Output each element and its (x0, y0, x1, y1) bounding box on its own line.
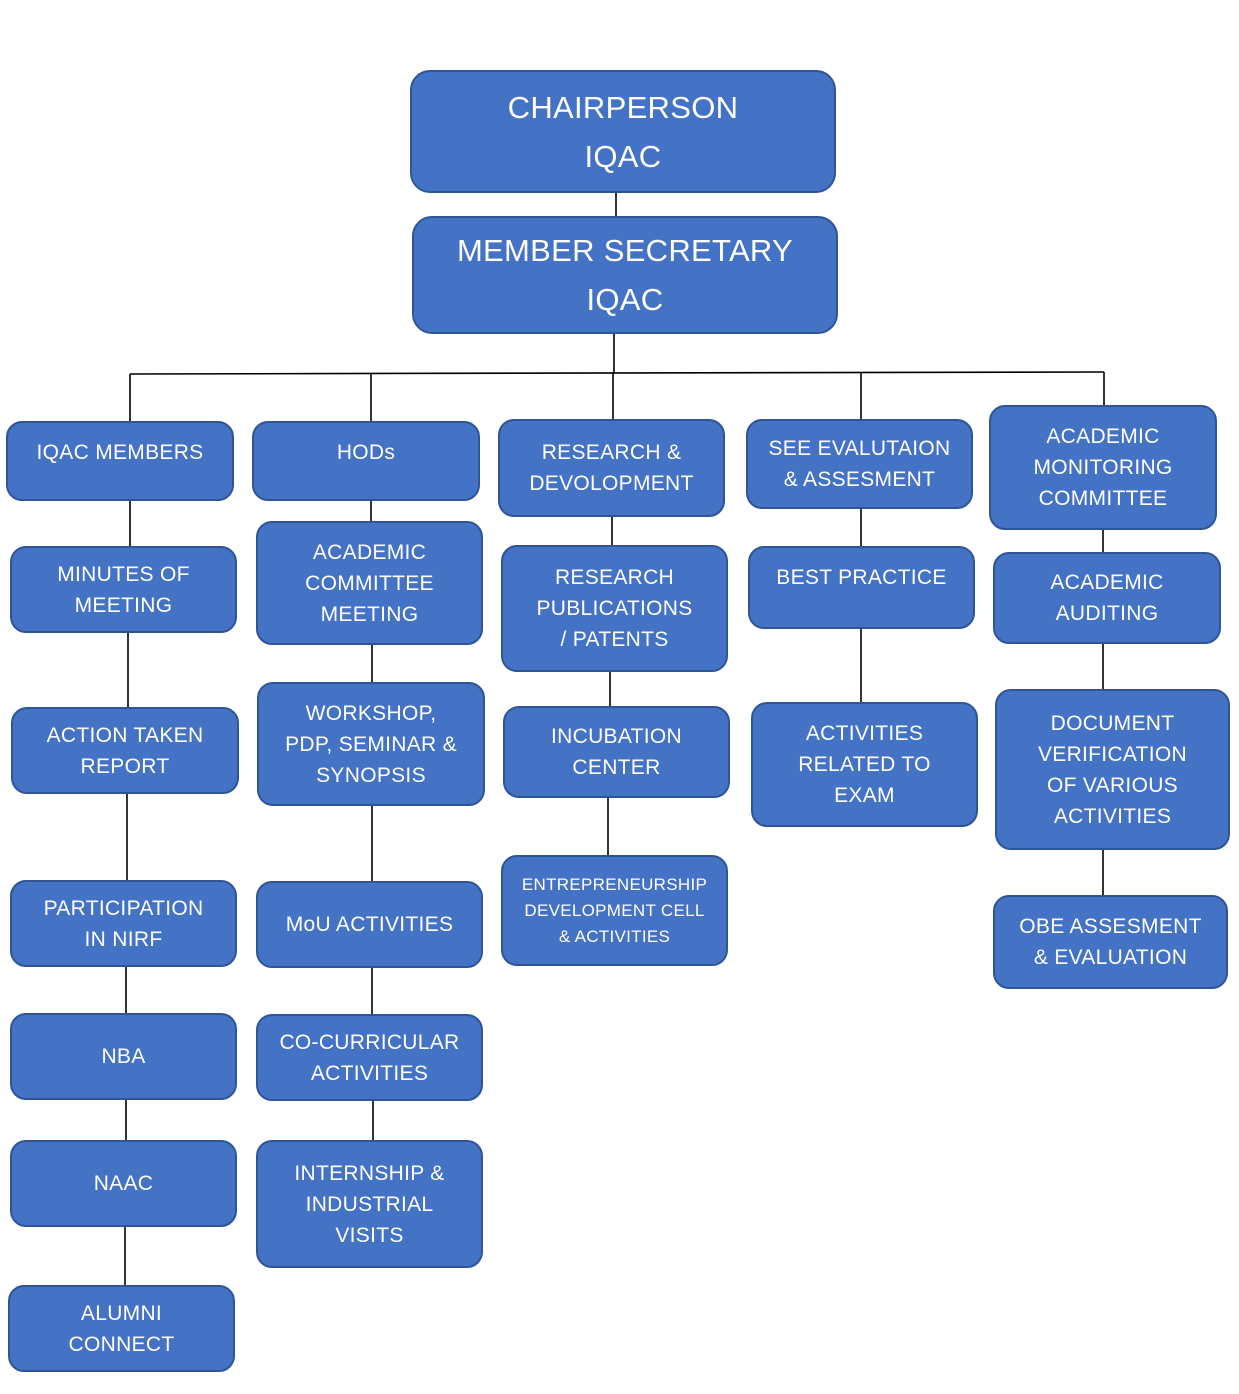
activities-related-to-exam-box: ACTIVITIES RELATED TO EXAM (751, 702, 978, 827)
nba-box: NBA (10, 1013, 237, 1100)
box-label: MoU ACTIVITIES (285, 913, 454, 936)
incubation-center-box: INCUBATION CENTER (503, 706, 730, 798)
research-development-box: RESEARCH & DEVOLOPMENT (498, 419, 725, 517)
academic-auditing-box: ACADEMIC AUDITING (993, 552, 1221, 644)
box-label: NBA (101, 1045, 146, 1068)
participation-in-nirf-box: PARTICIPATION IN NIRF (10, 880, 237, 967)
box-label: BEST PRACTICE (776, 566, 947, 589)
box-label: ACADEMIC AUDITING (1050, 571, 1164, 625)
box-label: PARTICIPATION IN NIRF (43, 896, 204, 951)
academic-committee-meeting-box: ACADEMIC COMMITTEE MEETING (256, 521, 483, 645)
box-label: ACADEMIC COMMITTEE MEETING (305, 540, 434, 626)
chairperson-label: CHAIRPERSON IQAC (507, 89, 739, 174)
box-label: NAAC (93, 1172, 154, 1195)
minutes-of-meeting-box: MINUTES OF MEETING (10, 546, 237, 633)
member-secretary-label: MEMBER SECRETARY IQAC (456, 233, 794, 317)
member-secretary-box: MEMBER SECRETARY IQAC (412, 216, 838, 334)
box-label: SEE EVALUTAION & ASSESMENT (768, 437, 951, 491)
see-evaluation-assessment-box: SEE EVALUTAION & ASSESMENT (746, 419, 973, 509)
box-label: ACTIVITIES RELATED TO EXAM (798, 722, 931, 807)
box-label: WORKSHOP, PDP, SEMINAR & SYNOPSIS (285, 701, 457, 787)
box-label: INCUBATION CENTER (551, 725, 682, 779)
research-publications-patents-box: RESEARCH PUBLICATIONS / PATENTS (501, 545, 728, 672)
document-verification-box: DOCUMENT VERIFICATION OF VARIOUS ACTIVIT… (995, 689, 1230, 850)
connector (129, 371, 1105, 375)
box-label: ACADEMIC MONITORING COMMITTEE (1033, 425, 1173, 510)
box-label: OBE ASSESMENT & EVALUATION (1019, 915, 1202, 969)
mou-activities-box: MoU ACTIVITIES (256, 881, 483, 968)
iqac-members-box: IQAC MEMBERS (6, 421, 234, 501)
action-taken-report-box: ACTION TAKEN REPORT (11, 707, 239, 794)
box-label: RESEARCH PUBLICATIONS / PATENTS (536, 566, 693, 651)
box-label: ACTION TAKEN REPORT (46, 723, 204, 778)
hods-box: HODs (252, 421, 480, 501)
box-label: ENTREPRENEURSHIP DEVELOPMENT CELL & ACTI… (521, 874, 708, 946)
chairperson-box: CHAIRPERSON IQAC (410, 70, 836, 193)
co-curricular-activities-box: CO-CURRICULAR ACTIVITIES (256, 1014, 483, 1101)
box-label: RESEARCH & DEVOLOPMENT (529, 441, 694, 495)
box-label: MINUTES OF MEETING (57, 562, 190, 617)
box-label: CO-CURRICULAR ACTIVITIES (279, 1030, 460, 1085)
box-label: HODs (336, 441, 396, 464)
box-label: DOCUMENT VERIFICATION OF VARIOUS ACTIVIT… (1037, 711, 1188, 828)
academic-monitoring-committee-box: ACADEMIC MONITORING COMMITTEE (989, 405, 1217, 530)
alumni-connect-box: ALUMNI CONNECT (8, 1285, 235, 1372)
workshop-pdp-seminar-box: WORKSHOP, PDP, SEMINAR & SYNOPSIS (257, 682, 485, 806)
obe-assessment-evaluation-box: OBE ASSESMENT & EVALUATION (993, 895, 1228, 989)
best-practice-box: BEST PRACTICE (748, 546, 975, 629)
entrepreneurship-development-cell-box: ENTREPRENEURSHIP DEVELOPMENT CELL & ACTI… (501, 855, 728, 966)
naac-box: NAAC (10, 1140, 237, 1227)
box-label: ALUMNI CONNECT (68, 1301, 175, 1356)
box-label: IQAC MEMBERS (36, 441, 204, 464)
internship-industrial-visits-box: INTERNSHIP & INDUSTRIAL VISITS (256, 1140, 483, 1268)
box-label: INTERNSHIP & INDUSTRIAL VISITS (294, 1161, 445, 1247)
